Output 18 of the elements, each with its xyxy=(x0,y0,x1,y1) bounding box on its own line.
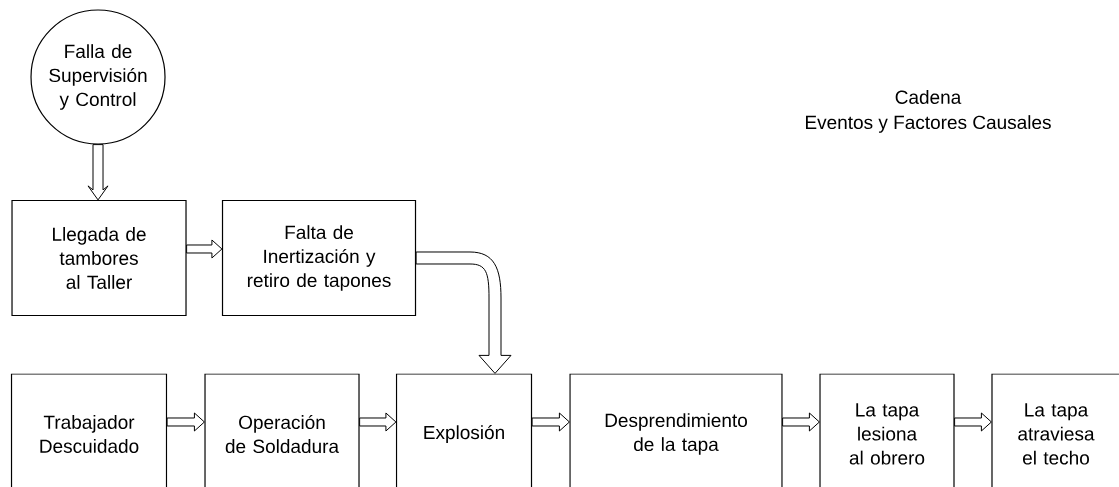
event-box: La tapa atraviesa el techo xyxy=(991,373,1119,487)
block-arrow xyxy=(359,412,397,432)
block-arrow xyxy=(166,412,205,432)
event-box: Desprendimiento de la tapa xyxy=(569,373,783,487)
block-arrow xyxy=(87,144,109,201)
block-arrow xyxy=(531,412,570,432)
event-box: Trabajador Descuidado xyxy=(10,373,168,487)
event-box: Llegada de tambores al Taller xyxy=(11,199,187,317)
title: Cadena xyxy=(895,90,962,104)
block-arrow xyxy=(782,412,820,432)
event-box: Explosión xyxy=(395,373,533,487)
subtitle: Eventos y Factores Causales xyxy=(806,115,1051,133)
event-box: La tapa lesiona al obrero xyxy=(819,373,955,487)
block-arrow xyxy=(415,251,512,374)
event-box: Operación de Soldadura xyxy=(204,373,360,487)
block-arrow xyxy=(186,239,223,259)
event-box: Falta de Inertización y retiro de tapones xyxy=(221,199,417,317)
block-arrow xyxy=(954,412,992,432)
